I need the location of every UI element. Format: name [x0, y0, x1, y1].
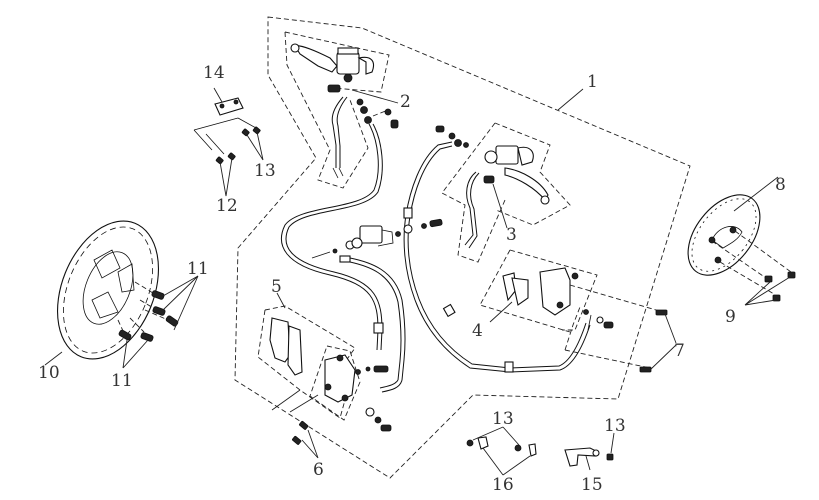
banjo-bolt-set-rear — [435, 125, 469, 148]
front-brake-hose — [281, 123, 379, 351]
callout-11-upper: 11 — [187, 259, 209, 279]
callout-13-clamp: 13 — [254, 161, 276, 181]
callout-4: 4 — [472, 321, 483, 341]
banjo-bolt-set-front — [356, 98, 399, 129]
callout-1: 1 — [587, 72, 598, 92]
leader-6 — [301, 429, 319, 459]
callout-11-lower: 11 — [111, 371, 133, 391]
leader-5 — [276, 292, 286, 309]
hose-bracket — [564, 432, 615, 471]
callout-7: 7 — [674, 341, 685, 361]
front-master-cylinder — [284, 31, 390, 189]
callout-9: 9 — [725, 307, 736, 327]
callout-5: 5 — [271, 277, 282, 297]
callout-3: 3 — [506, 225, 517, 245]
rear-caliper-assembly — [479, 249, 677, 373]
callout-10: 10 — [38, 363, 60, 383]
callout-6: 6 — [313, 460, 324, 480]
caliper-bolts-6 — [271, 389, 319, 445]
rear-brake-disc — [687, 176, 796, 306]
brake-junction-valve — [311, 218, 443, 393]
leader-4 — [489, 301, 513, 323]
front-brake-disc — [44, 220, 199, 369]
handlebar-clamp — [193, 87, 264, 197]
rear-master-cylinder — [441, 122, 571, 263]
callout-13-bracket: 13 — [604, 416, 626, 436]
callout-2: 2 — [400, 92, 411, 112]
callout-12: 12 — [216, 196, 238, 216]
front-caliper — [309, 345, 392, 432]
leader-3 — [492, 183, 508, 229]
assembly-boundary-1 — [234, 16, 691, 479]
callout-16: 16 — [492, 475, 514, 495]
rear-brake-hose — [403, 141, 591, 373]
callout-14: 14 — [203, 63, 225, 83]
hose-clips — [466, 426, 537, 476]
leader-2 — [351, 89, 399, 104]
leader-1 — [557, 88, 584, 111]
callout-15: 15 — [581, 475, 603, 495]
callout-13-clips: 13 — [492, 409, 514, 429]
callout-8: 8 — [775, 175, 786, 195]
front-caliper-pads — [257, 305, 356, 419]
